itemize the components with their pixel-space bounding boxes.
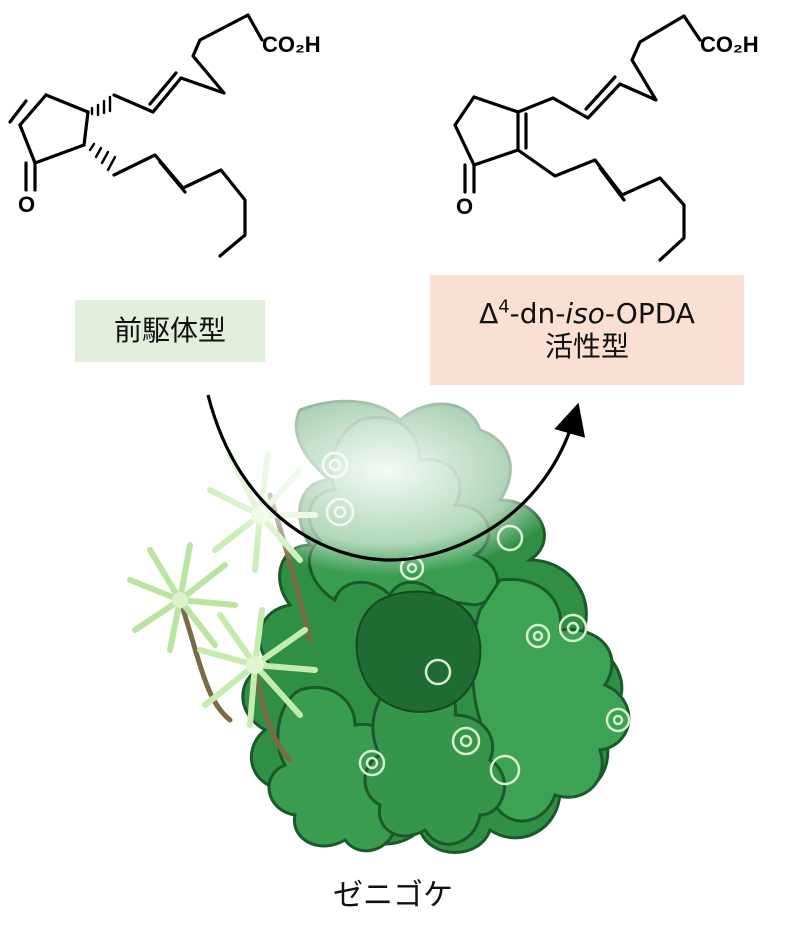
active-structure [453,14,702,262]
upper-hashed-bond [90,95,112,117]
organism-label: ゼニゴケ [333,878,453,913]
delta-symbol: Δ [479,296,499,330]
active-acid-label: CO₂H [700,32,759,57]
active-form-label: 活性型 [544,330,629,363]
receptacle-left-center [172,592,188,608]
thallus-center [355,590,482,713]
name-part-opda: -OPDA [604,296,695,330]
precursor-oxygen-label: O [18,192,35,217]
name-part-dn: -dn- [509,296,566,330]
delta-superscript: 4 [498,296,510,318]
active-label-box: Δ4-dn-iso-OPDA 活性型 [430,275,744,385]
active-compound-name: Δ4-dn-iso-OPDA [479,297,695,330]
name-part-iso: iso [565,296,605,330]
precursor-label-box: 前駆体型 [75,300,265,362]
liverwort-illustration [127,365,631,854]
thallus-lower-center-lobe [363,675,506,846]
receptacle-lower [197,607,318,728]
precursor-structure [8,13,264,258]
arrow-glow [195,365,575,575]
lower-hashed-bond [88,142,117,172]
conversion-arrow [206,394,586,562]
precursor-label: 前駆体型 [113,314,226,348]
active-oxygen-label: O [456,194,473,219]
receptacle-left [127,542,238,653]
receptacle-lower-center [246,656,264,674]
precursor-acid-label: CO₂H [262,32,321,57]
